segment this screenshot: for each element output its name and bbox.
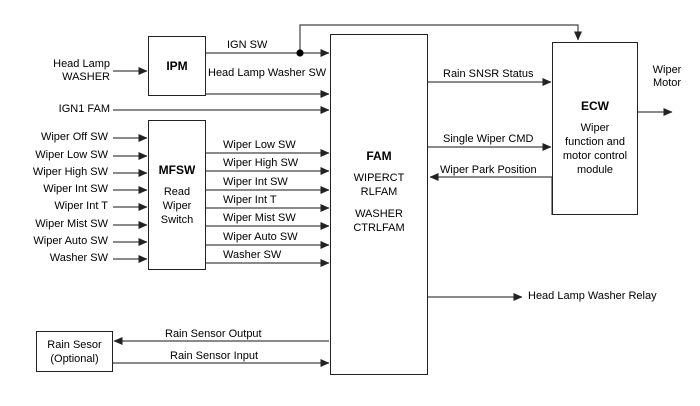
label-mfsw-input-wiper-int-t: Wiper Int T — [54, 200, 108, 212]
label-mfsw-output-wiper-int-sw: Wiper Int SW — [223, 176, 288, 188]
label-rain-snsr-status: Rain SNSR Status — [443, 68, 534, 80]
label-ipm-input-headlamp-washer-line2: WASHER — [62, 71, 110, 83]
block-ecw-line1: Wiper — [580, 122, 610, 134]
block-fam-line1: WIPERCT — [353, 172, 405, 184]
label-mfsw-input-wiper-auto-sw: Wiper Auto SW — [33, 235, 108, 247]
label-mfsw-input-wiper-high-sw: Wiper High SW — [32, 166, 108, 178]
label-mfsw-input-wiper-mist-sw: Wiper Mist SW — [35, 218, 108, 230]
label-wiper-park-position: Wiper Park Position — [440, 164, 537, 176]
label-wiper-motor-line2: Motor — [652, 77, 682, 89]
block-ipm-label: IPM — [166, 59, 188, 73]
label-ign-sw: IGN SW — [227, 39, 268, 51]
block-mfsw[interactable]: MFSW Read Wiper Switch — [148, 120, 206, 270]
label-wiper-motor: Wiper Motor — [641, 64, 693, 90]
label-ipm-input-headlamp-washer: Head Lamp WASHER — [0, 58, 110, 84]
label-mfsw-output-wiper-low-sw: Wiper Low SW — [223, 139, 296, 151]
block-fam-label: FAM — [366, 149, 392, 163]
block-ecw[interactable]: ECW Wiper function and motor control mod… — [552, 42, 638, 215]
label-wiper-motor-line1: Wiper — [652, 64, 682, 76]
block-rain-sensor-line1: Rain Sesor — [47, 338, 102, 351]
wire-wiper-park-position — [429, 173, 553, 215]
block-ecw-line4: module — [576, 164, 614, 176]
label-single-wiper-cmd: Single Wiper CMD — [443, 133, 534, 145]
label-headlamp-washer-relay: Head Lamp Washer Relay — [528, 290, 657, 302]
junction-dot-ign-sw — [296, 49, 304, 57]
label-headlamp-washer-sw: Head Lamp Washer SW — [208, 67, 327, 79]
block-fam-line3: WASHER — [355, 208, 403, 220]
label-mfsw-input-wiper-low-sw: Wiper Low SW — [35, 149, 108, 161]
label-mfsw-input-washer-sw: Washer SW — [49, 252, 108, 264]
block-ecw-label: ECW — [581, 99, 609, 113]
label-mfsw-output-wiper-auto-sw: Wiper Auto SW — [223, 231, 298, 243]
block-fam-line2: RLFAM — [360, 186, 398, 198]
block-mfsw-line1: Read — [163, 186, 191, 198]
label-mfsw-output-wiper-int-t: Wiper Int T — [223, 194, 277, 206]
label-mfsw-input-wiper-off-sw: Wiper Off SW — [40, 131, 108, 143]
label-mfsw-output-wiper-high-sw: Wiper High SW — [223, 157, 299, 169]
block-ipm[interactable]: IPM — [148, 36, 206, 96]
label-ign1-fam: IGN1 FAM — [58, 103, 110, 115]
label-mfsw-output-wiper-mist-sw: Wiper Mist SW — [223, 212, 296, 224]
label-rain-sensor-input: Rain Sensor Input — [170, 350, 259, 362]
block-ecw-line3: motor control — [562, 150, 628, 162]
block-fam-line4: CTRLFAM — [353, 222, 405, 234]
label-ipm-input-headlamp-washer-line1: Head Lamp — [53, 58, 110, 70]
block-mfsw-label: MFSW — [158, 163, 196, 177]
block-fam[interactable]: FAM WIPERCT RLFAM WASHER CTRLFAM — [330, 34, 428, 375]
block-rain-sensor[interactable]: Rain Sesor (Optional) — [36, 331, 113, 372]
label-rain-sensor-output: Rain Sensor Output — [165, 328, 262, 340]
label-mfsw-output-washer-sw: Washer SW — [223, 249, 282, 261]
block-mfsw-line2: Wiper — [162, 200, 192, 212]
label-mfsw-input-wiper-int-sw: Wiper Int SW — [43, 183, 108, 195]
block-mfsw-line3: Switch — [160, 214, 194, 226]
block-ecw-line2: function and — [565, 136, 625, 148]
wire-ign-sw-to-ecw — [299, 24, 582, 53]
block-rain-sensor-line2: (Optional) — [50, 352, 99, 365]
